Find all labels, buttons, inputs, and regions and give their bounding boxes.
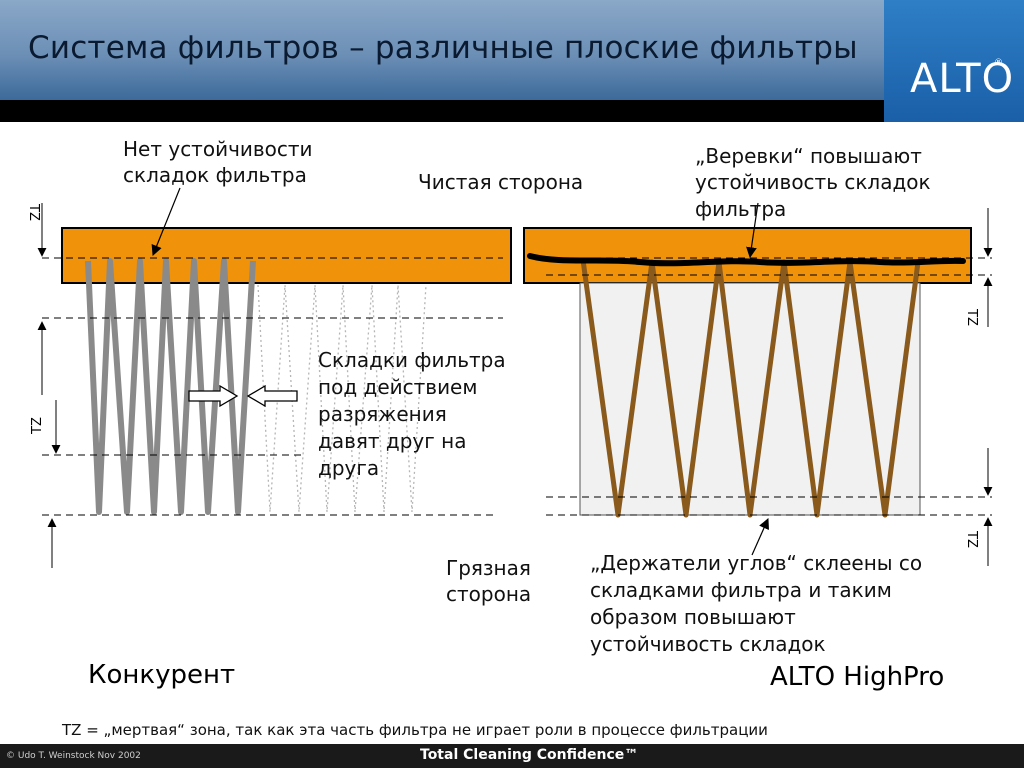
rope-line [527, 253, 966, 267]
dirty-side-label-2: сторона [446, 582, 532, 606]
pleats-label-5: друга [318, 456, 380, 480]
alto-filter [523, 202, 993, 566]
pressure-arrow-left [246, 384, 298, 408]
header-band [0, 100, 1024, 122]
no-stability-pointer [151, 187, 181, 257]
footer-copyright: © Udo T. Weinstock Nov 2002 [6, 751, 141, 761]
alto-logo: ALTO [910, 56, 1015, 102]
logo-box [884, 0, 1024, 122]
page-title: Система фильтров – различные плоские фил… [28, 30, 858, 66]
alto-corner-holder-box [579, 282, 921, 516]
competitor-pleats [85, 258, 256, 515]
holders-label-4: устойчивость складок [590, 632, 826, 656]
holders-label-2: складками фильтра и таким [590, 578, 892, 602]
pleats-label-4: давят друг на [318, 429, 467, 453]
pleats-label-1: Складки фильтра [318, 348, 506, 372]
footnote: TZ = „мертвая“ зона, так как эта часть ф… [62, 721, 768, 739]
tz-label-left-top: TZ [26, 203, 41, 221]
holders-label-1: „Держатели углов“ склеены со [590, 551, 923, 575]
tz-label-right-top: TZ [964, 308, 979, 326]
ropes-label-2: устойчивость складок [695, 170, 931, 194]
ropes-label-1: „Веревки“ повышают [695, 144, 922, 168]
holders-label-3: образом повышают [590, 605, 796, 629]
ropes-label-3: фильтра [695, 197, 787, 221]
competitor-frame [61, 227, 512, 284]
title-bar [0, 0, 1024, 100]
ropes-pointer [746, 202, 759, 259]
footer-bar [0, 744, 1024, 768]
competitor-label: Конкурент [88, 660, 236, 690]
alto-highpro-label: ALTO HighPro [770, 662, 945, 692]
dirty-side-label-1: Грязная [446, 556, 531, 580]
no-stability-label-2: складок фильтра [123, 163, 307, 187]
clean-side-label: Чистая сторона [418, 170, 584, 194]
competitor-filter [37, 187, 512, 568]
tz-label-right-bottom: TZ [964, 530, 979, 548]
pleats-label-3: разряжения [318, 402, 447, 426]
tz-label-left-mid: TZ [30, 417, 45, 435]
registered-mark: ® [994, 58, 1003, 68]
holders-pointer [751, 518, 769, 556]
footer-slogan: Total Cleaning Confidence™ [420, 747, 639, 763]
pleats-label-2: под действием [318, 375, 478, 399]
no-stability-label-1: Нет устойчивости [123, 137, 313, 161]
pressure-arrow-right [188, 384, 239, 408]
alto-frame [523, 227, 972, 284]
